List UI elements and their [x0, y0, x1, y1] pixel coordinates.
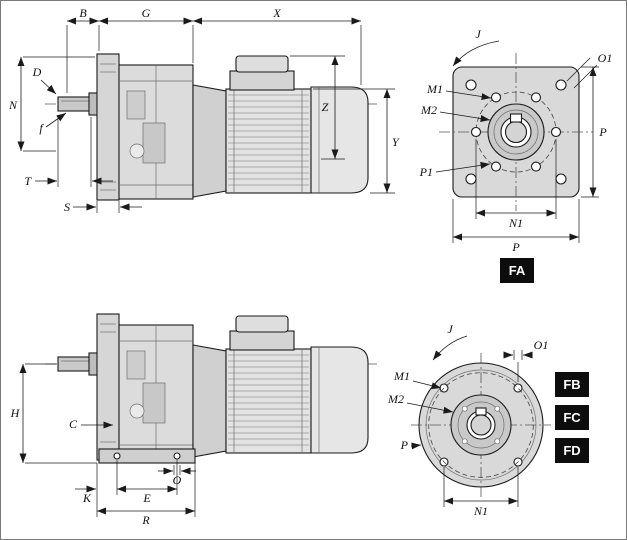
mounting-foot [98, 448, 196, 464]
badge-fc-box [555, 405, 589, 430]
flange-view-round: J O1 M1 M2 P N1 [387, 322, 551, 518]
fa-corner-hole [555, 173, 567, 185]
dim-label-k: K [82, 491, 92, 505]
dim-label-o: O [173, 473, 182, 487]
dim-label-h: H [10, 406, 21, 420]
round-keyway [475, 407, 487, 416]
badge-fb: FB [555, 372, 589, 397]
flange-view-fa: J O1 M1 M2 P1 N1 P P [419, 27, 613, 254]
dim-label-n1-round: N1 [473, 504, 488, 518]
badge-fd-label: FD [563, 443, 580, 458]
dim-label-m2-round: M2 [387, 392, 404, 406]
dim-label-x: X [272, 6, 281, 20]
dim-label-z: Z [322, 100, 329, 114]
dim-label-c: C [69, 417, 78, 431]
side-view-bottom: H C K E R O [10, 313, 378, 527]
dim-label-m1-round: M1 [393, 369, 410, 383]
badge-fa-box [500, 258, 534, 283]
badge-fa-label: FA [509, 263, 526, 278]
dim-label-y: Y [392, 135, 400, 149]
gearmotor-side-top [44, 53, 378, 201]
dim-label-e: E [142, 491, 151, 505]
dim-label-j-fa: J [475, 27, 481, 41]
dim-label-b: B [79, 6, 87, 20]
badge-fa: FA [500, 258, 534, 283]
side-view-top: B G X N D f T S Z Y [8, 6, 400, 214]
foot-hole [173, 452, 181, 460]
dim-label-p-bottom-fa: P [511, 240, 520, 254]
dim-label-m1-fa: M1 [426, 82, 443, 96]
round-bolt-circle [428, 372, 534, 478]
dim-label-g: G [142, 6, 151, 20]
dim-label-p1-fa: P1 [419, 165, 433, 179]
fa-corner-hole [465, 79, 477, 91]
dim-label-p-round: P [400, 438, 409, 452]
fa-corner-hole [555, 79, 567, 91]
badge-fb-box [555, 372, 589, 397]
dim-label-o1-round: O1 [534, 338, 549, 352]
dim-label-j-round: J [447, 322, 453, 336]
fa-corner-hole [465, 173, 477, 185]
badge-fc: FC [555, 405, 589, 430]
dim-label-p-right-fa: P [598, 125, 607, 139]
dim-label-m2-fa: M2 [420, 103, 437, 117]
badge-fd-box [555, 438, 589, 463]
dim-label-s: S [64, 200, 70, 214]
dim-label-n: N [8, 98, 18, 112]
fa-keyway [509, 113, 523, 123]
badge-fc-label: FC [563, 410, 581, 425]
dim-label-d: D [32, 65, 42, 79]
dim-label-f: f [39, 121, 44, 135]
dim-label-t: T [24, 174, 32, 188]
dim-label-o1-fa: O1 [598, 51, 613, 65]
dim-label-n1-fa: N1 [508, 216, 523, 230]
foot-hole [113, 452, 121, 460]
gearmotor-side-bottom [44, 313, 378, 461]
badge-fd: FD [555, 438, 589, 463]
dim-label-r: R [141, 513, 150, 527]
badge-fb-label: FB [563, 377, 580, 392]
